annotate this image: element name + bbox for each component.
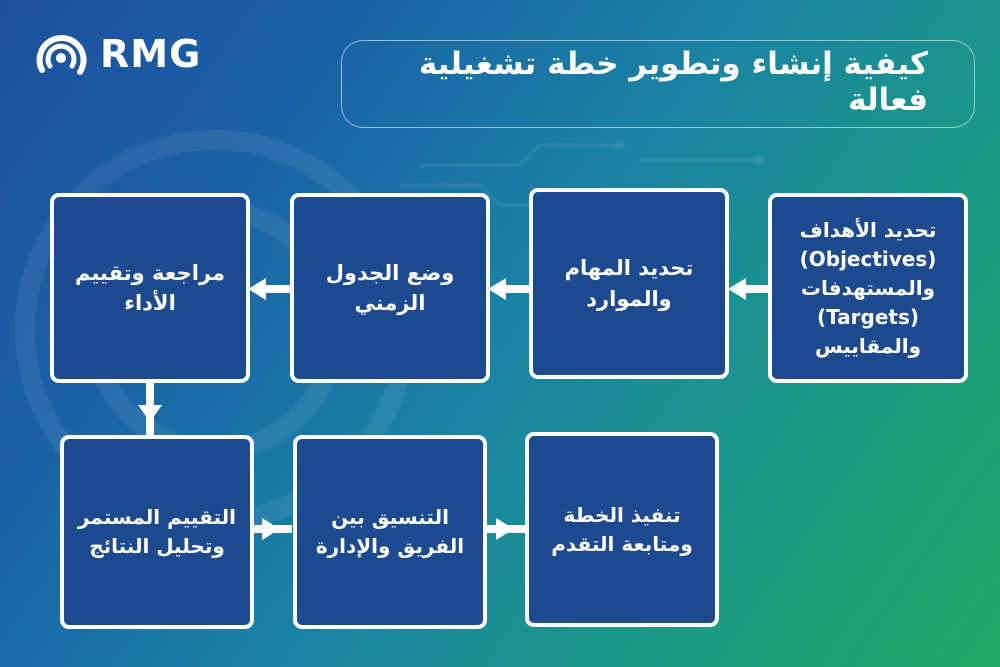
title-frame — [341, 40, 975, 128]
step-box-continuous-evaluation: التقييم المستمر وتحليل النتائج — [60, 435, 254, 629]
step-label: التنسيق بين الفريق والإدارة — [315, 505, 465, 558]
step-label: تنفيذ الخطة ومتابعة التقدم — [551, 502, 693, 556]
brand-logo: RMG — [32, 28, 222, 88]
step-box-review-performance: مراجعة وتقييم الأداء — [50, 193, 250, 383]
connector-1-2-line — [740, 285, 770, 293]
step-label: تحديد الأهداف (Objectives) والمستهدفات (… — [799, 217, 937, 358]
step-box-define-objectives: تحديد الأهداف (Objectives) والمستهدفات (… — [768, 193, 968, 383]
logo-text: RMG — [100, 32, 202, 76]
connector-3-4-arrowhead — [248, 278, 266, 300]
connector-1-2-arrowhead — [728, 278, 746, 300]
step-box-define-tasks: تحديد المهام والموارد — [529, 188, 729, 379]
connector-5-6-arrowhead — [262, 518, 280, 540]
rmg-logo-icon — [36, 35, 87, 75]
step-box-team-coordination: التنسيق بين الفريق والإدارة — [293, 435, 487, 629]
connector-4-5-arrowhead — [138, 405, 162, 422]
step-label: التقييم المستمر وتحليل النتائج — [77, 505, 237, 558]
connector-3-4-line — [260, 285, 290, 293]
connector-6-7-arrowhead — [496, 518, 514, 540]
step-box-execute-plan: تنفيذ الخطة ومتابعة التقدم — [525, 432, 719, 627]
step-label: مراجعة وتقييم الأداء — [75, 260, 225, 315]
step-label: وضع الجدول الزمني — [325, 260, 455, 315]
step-box-schedule: وضع الجدول الزمني — [290, 193, 490, 383]
connector-2-3-line — [500, 285, 530, 293]
step-label: تحديد المهام والموارد — [564, 256, 694, 311]
connector-2-3-arrowhead — [488, 278, 506, 300]
